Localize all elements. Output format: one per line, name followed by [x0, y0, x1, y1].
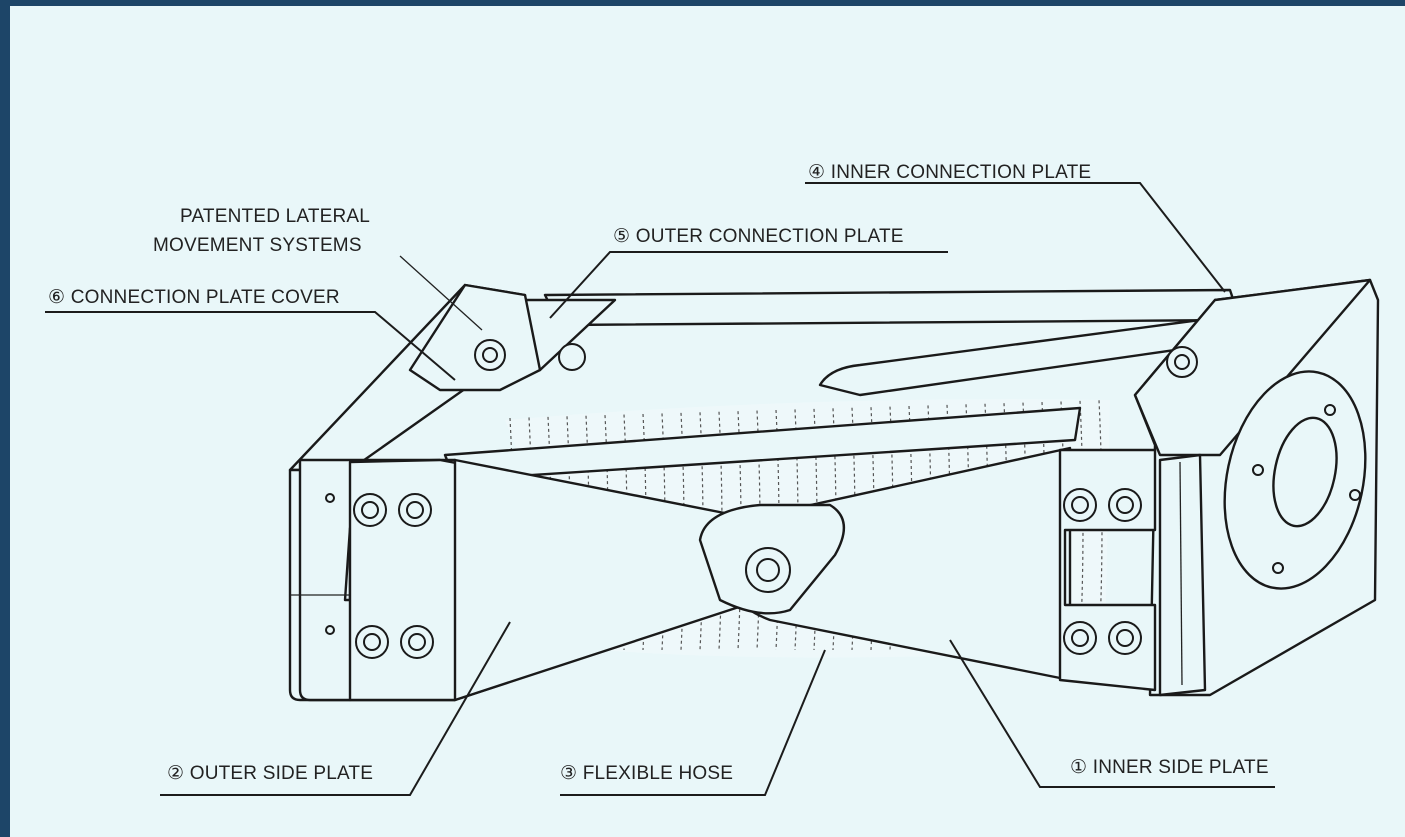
label-inner-connection-plate: ④ INNER CONNECTION PLATE: [808, 162, 1091, 183]
label-connection-plate-cover: ⑥ CONNECTION PLATE COVER: [48, 287, 340, 308]
bolts: [325, 339, 1198, 659]
label-outer-side-plate: ② OUTER SIDE PLATE: [167, 763, 373, 784]
bolt-icon: [353, 493, 387, 527]
bolt-icon: [1063, 488, 1097, 522]
bolt-icon: [400, 625, 434, 659]
label-patented-lateral-2: MOVEMENT SYSTEMS: [153, 235, 362, 256]
inner-side-plate: [698, 446, 1072, 682]
bolt-icon: [1108, 621, 1142, 655]
center-pivot-bolt-icon: [745, 547, 791, 593]
lateral-bolt-icon: [474, 339, 506, 371]
bolt-icon: [355, 625, 389, 659]
labels: PATENTED LATERAL MOVEMENT SYSTEMS ⑥ CONN…: [48, 162, 1269, 784]
bolt-icon: [1108, 488, 1142, 522]
label-flexible-hose: ③ FLEXIBLE HOSE: [560, 763, 733, 784]
label-inner-side-plate: ① INNER SIDE PLATE: [1070, 757, 1269, 778]
leader-lines: [45, 182, 1275, 796]
bolt-icon: [398, 493, 432, 527]
bolt-icon: [1166, 346, 1198, 378]
label-patented-lateral-1: PATENTED LATERAL: [180, 206, 370, 227]
label-outer-connection-plate: ⑤ OUTER CONNECTION PLATE: [613, 226, 904, 247]
bolt-icon: [1063, 621, 1097, 655]
bolt-icon: [558, 343, 586, 371]
outer-connection-bars: [443, 288, 1242, 482]
